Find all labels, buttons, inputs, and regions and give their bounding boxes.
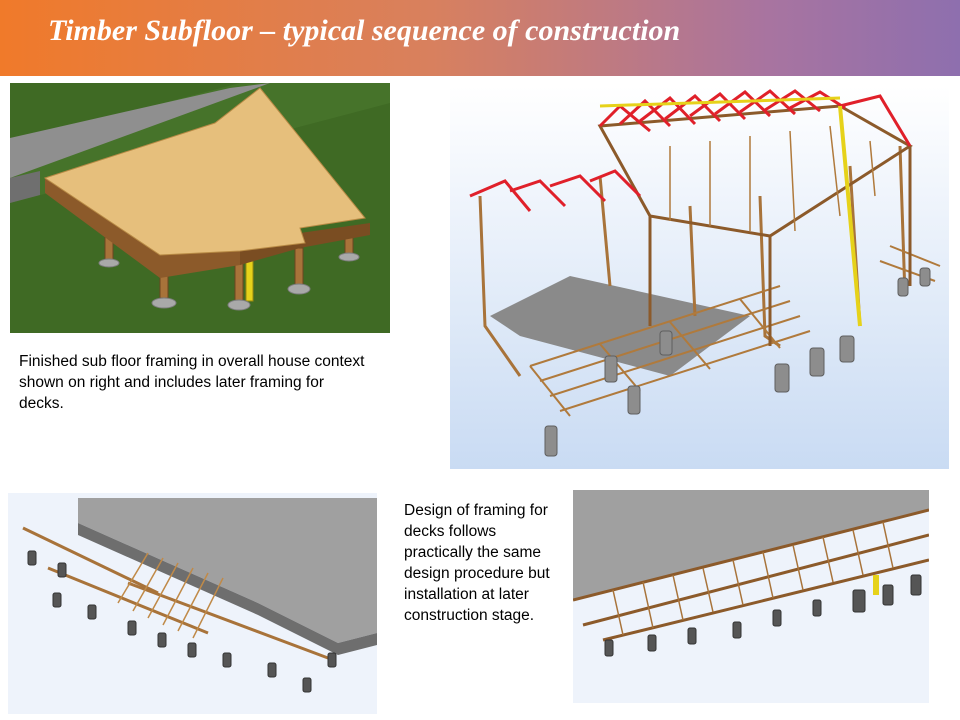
deck-design-caption: Design of framing for decks follows prac…	[404, 502, 550, 624]
deck-framing-render-image-right	[573, 490, 929, 703]
subfloor-context-caption: Finished sub floor framing in overall ho…	[19, 353, 365, 412]
slide-title: Timber Subfloor – typical sequence of co…	[48, 14, 681, 47]
house-framing-render-image	[450, 86, 949, 469]
title-bar: Timber Subfloor – typical sequence of co…	[0, 0, 960, 76]
deck-framing-render-image-left	[8, 493, 377, 714]
subfloor-render-image	[10, 83, 390, 333]
